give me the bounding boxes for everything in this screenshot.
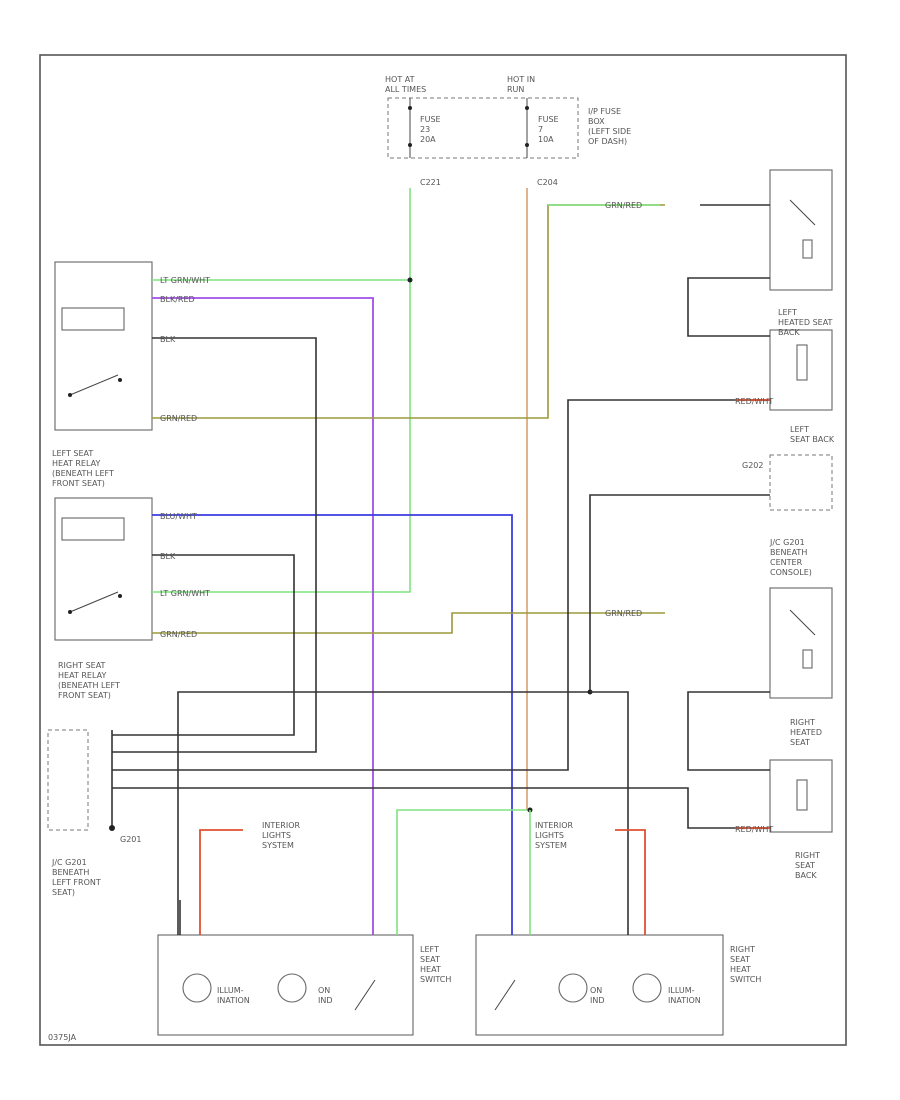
- label-g202: G202: [742, 461, 763, 470]
- blue-wire-right-switch: [152, 514, 513, 935]
- left-illumination-lamp: [182, 973, 212, 1003]
- red-wire-right-interior: [615, 829, 646, 935]
- right-relay-coil: [61, 517, 125, 541]
- left-relay-pin-b: [118, 378, 122, 382]
- right-heated-seat-cushion-box: [769, 587, 833, 699]
- lt-grn-wht-wire-left-relay: [152, 188, 411, 281]
- fuse-23-top-pin: [408, 106, 412, 110]
- ground-wire-right-switch: [590, 691, 629, 935]
- right-relay-contact: [69, 591, 119, 613]
- label-c221: C221: [420, 178, 441, 187]
- label-wire-red-right-back: RED/WHT: [735, 825, 773, 834]
- right-cushion-thermostat: [789, 609, 816, 636]
- left-heated-seat-back-box: [769, 329, 833, 411]
- label-footer-code: 0375JA: [48, 1033, 77, 1042]
- label-wire-lt-grn-left: LT GRN/WHT: [160, 276, 210, 285]
- label-g201: G201: [120, 835, 141, 844]
- right-on-indicator-lamp: [558, 973, 588, 1003]
- diagram-frame: [39, 54, 847, 1046]
- fuse-7-bottom-pin: [525, 143, 529, 147]
- label-wire-grn-red-right: GRN/RED: [160, 630, 197, 639]
- left-seat-heat-relay-box: [54, 261, 153, 431]
- label-illum-right: ILLUM-INATION: [668, 986, 701, 1005]
- left-relay-contact: [69, 374, 119, 396]
- left-cushion-element: [802, 239, 813, 259]
- grn-red-wire-left-cushion: [152, 204, 665, 419]
- blk-wire-right-relay-ground: [112, 554, 295, 736]
- label-illum-left: ILLUM-INATION: [217, 986, 250, 1005]
- label-wire-blk-right: BLK: [160, 552, 176, 561]
- label-wire-blue: BLU/WHT: [160, 512, 197, 521]
- right-relay-pin-b: [118, 594, 122, 598]
- left-cushion-thermostat: [789, 199, 816, 226]
- right-switch-contact: [494, 979, 516, 1011]
- right-heated-seat-back-box: [769, 759, 833, 833]
- right-cushion-to-back: [687, 691, 770, 771]
- right-back-element: [796, 779, 808, 811]
- label-wire-purple: BLK/RED: [160, 295, 195, 304]
- lt-grn-wht-wire-right-relay: [152, 280, 411, 593]
- label-c204: C204: [537, 178, 558, 187]
- label-wire-red-left-back: RED/WHT: [735, 397, 773, 406]
- left-on-indicator-lamp: [277, 973, 307, 1003]
- ground-wire-left-seat-back: [177, 494, 770, 935]
- label-wire-blk-left: BLK: [160, 335, 176, 344]
- right-back-return-wire: [112, 787, 770, 829]
- right-seat-heat-relay-box: [54, 497, 153, 641]
- fuse-box-outline: [387, 97, 579, 159]
- lt-grn-illum-wire-left: [396, 809, 530, 935]
- fuse-7-top-pin: [525, 106, 529, 110]
- label-wire-grn-red-right-cushion: GRN/RED: [605, 609, 642, 618]
- right-cushion-element: [802, 649, 813, 669]
- left-heated-seat-cushion-box: [769, 169, 833, 291]
- red-wire-left-interior: [199, 829, 243, 935]
- left-back-return-wire: [112, 399, 770, 771]
- grn-red-wire-right-cushion: [152, 612, 665, 634]
- splice-green: [407, 277, 413, 283]
- ground-g201: [109, 825, 115, 831]
- right-seat-heat-switch-box: [475, 934, 724, 1036]
- left-seat-heat-switch-box: [157, 934, 414, 1036]
- label-wire-lt-grn-right: LT GRN/WHT: [160, 589, 210, 598]
- left-cushion-to-back: [687, 277, 770, 337]
- purple-wire-left-switch: [152, 297, 374, 935]
- left-relay-pin-a: [68, 393, 72, 397]
- left-back-element: [796, 344, 808, 381]
- left-switch-contact: [354, 979, 376, 1011]
- label-wire-grn-red-cushion: GRN/RED: [605, 201, 642, 210]
- right-relay-pin-a: [68, 610, 72, 614]
- left-relay-coil: [61, 307, 125, 331]
- jc-left-outline: [47, 729, 89, 831]
- fuse-23-bottom-pin: [408, 143, 412, 147]
- right-illumination-lamp: [632, 973, 662, 1003]
- left-seat-back-ground-box: [769, 454, 833, 511]
- blk-wire-left-relay-ground: [112, 337, 317, 753]
- label-wire-grn-red-left: GRN/RED: [160, 414, 197, 423]
